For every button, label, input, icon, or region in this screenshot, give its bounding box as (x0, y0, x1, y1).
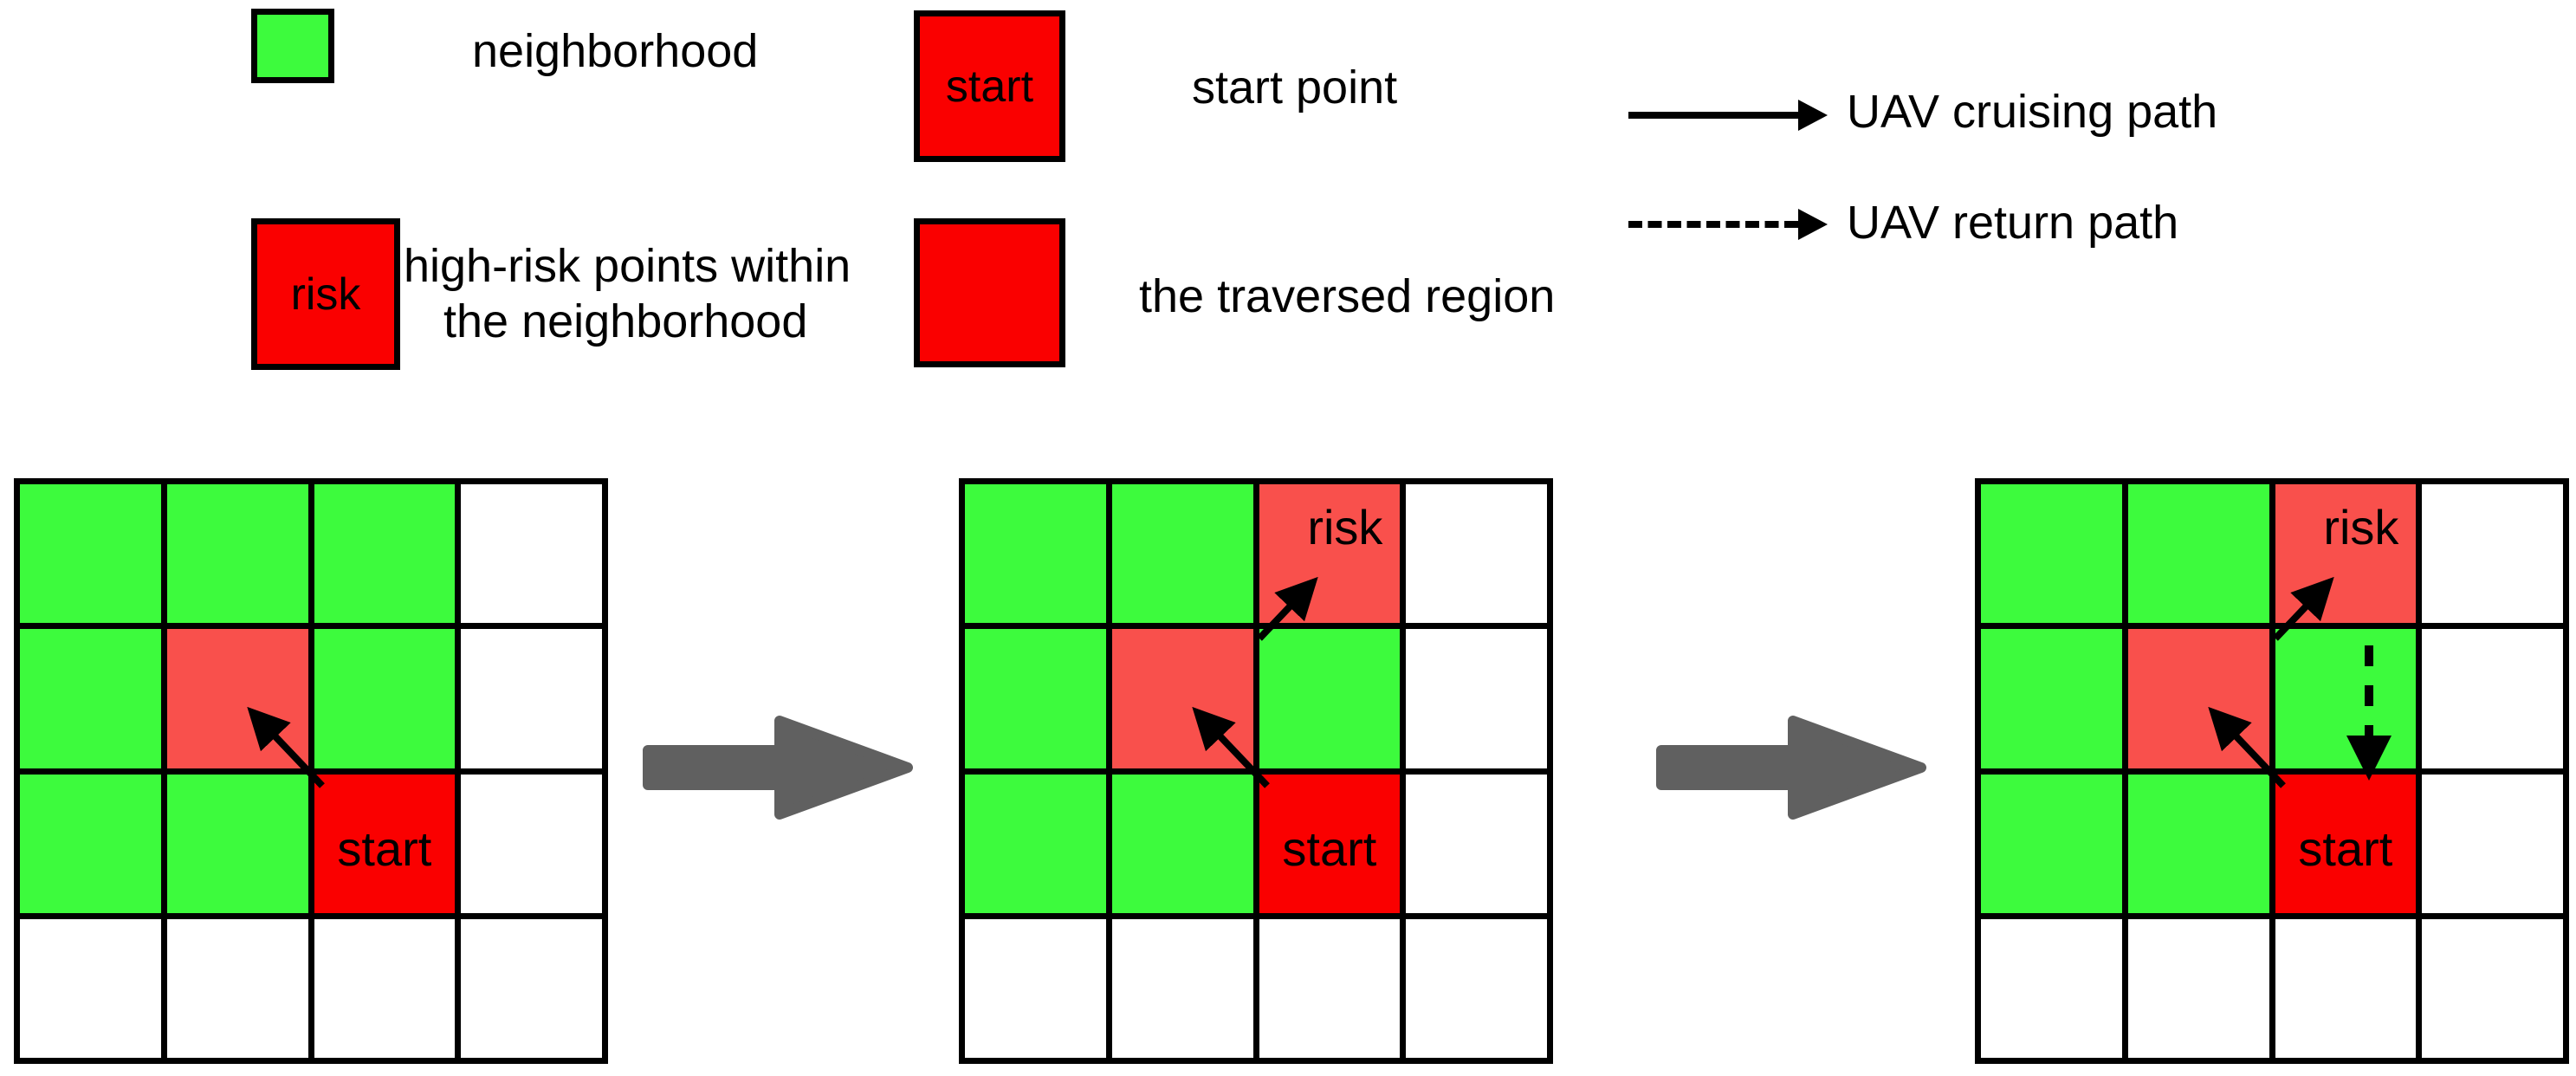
grid-cell[interactable] (20, 918, 167, 1064)
grid-cell[interactable] (965, 484, 1112, 630)
grid-cell-start[interactable]: start (314, 774, 462, 919)
grid-cell[interactable] (965, 918, 1112, 1064)
legend-label-high-risk-line2: the neighborhood (443, 295, 808, 347)
grid-stage-1: start (14, 478, 608, 1064)
grid-cell[interactable] (461, 484, 608, 630)
grid-cell[interactable] (2422, 629, 2569, 775)
grid-cell[interactable] (965, 629, 1112, 775)
grid-cell[interactable] (461, 774, 608, 919)
grid-cell[interactable] (1981, 774, 2128, 919)
grid-cell-risk[interactable]: risk (1259, 484, 1407, 630)
grid-cell-start-label: start (2298, 820, 2393, 876)
legend-swatch-start-point: start (914, 10, 1065, 162)
grid-cell-start-label: start (1282, 820, 1377, 876)
grid-cell[interactable] (1259, 918, 1407, 1064)
grid-cell[interactable] (314, 484, 462, 630)
grid-cell[interactable] (2127, 774, 2275, 919)
grid-cell[interactable] (1981, 484, 2128, 630)
grid-cell[interactable] (1111, 774, 1259, 919)
grid-stage-3: risk start (1975, 478, 2569, 1064)
grid-cell-risk[interactable] (1111, 629, 1259, 775)
grid-cell[interactable] (1259, 629, 1407, 775)
grid-cell[interactable] (965, 774, 1112, 919)
step-arrow-2-shape (1656, 716, 1926, 820)
grid-cell[interactable] (1111, 918, 1259, 1064)
grid-cell-start[interactable]: start (2275, 774, 2423, 919)
legend-return-arrowhead (1798, 209, 1828, 240)
grid-cell[interactable] (461, 629, 608, 775)
grid-cell[interactable] (314, 918, 462, 1064)
grid-cell-risk[interactable]: risk (2275, 484, 2423, 630)
legend-swatch-neighborhood (251, 9, 334, 83)
grid-cell-risk-label: risk (1307, 500, 1383, 555)
grid-cell-risk[interactable] (166, 629, 314, 775)
grid-cell[interactable] (166, 918, 314, 1064)
legend-label-return-path: UAV return path (1847, 197, 2179, 249)
grid-cell[interactable] (2422, 484, 2569, 630)
grid-cell[interactable] (2422, 918, 2569, 1064)
legend-label-high-risk-line1: high-risk points within (404, 240, 851, 292)
step-arrow-2 (1656, 716, 1926, 820)
legend-cruising-line (1628, 112, 1802, 119)
grid-cell[interactable] (314, 629, 462, 775)
legend-label-neighborhood: neighborhood (472, 25, 759, 77)
legend-label-start-point: start point (1192, 62, 1398, 113)
grid-cell[interactable] (20, 774, 167, 919)
grid-cell[interactable] (20, 629, 167, 775)
grid-cell[interactable] (166, 774, 314, 919)
grid-cell[interactable] (1406, 774, 1553, 919)
grid-stage-2: risk start (959, 478, 1553, 1064)
grid-cell[interactable] (2127, 484, 2275, 630)
legend-return-line (1628, 221, 1798, 228)
legend-label-traversed-region: the traversed region (1139, 270, 1556, 322)
grid-cell[interactable] (2275, 629, 2423, 775)
legend-swatch-start-point-text: start (945, 61, 1034, 112)
grid-cell[interactable] (1981, 918, 2128, 1064)
grid-cell[interactable] (2422, 774, 2569, 919)
grid-cell-start-label: start (337, 820, 432, 876)
legend-path-cruising-arrow (1628, 98, 1836, 133)
grid-cell[interactable] (1111, 484, 1259, 630)
legend-swatch-traversed-region (914, 218, 1065, 367)
legend-swatch-high-risk-text: risk (290, 269, 361, 320)
grid-cell[interactable] (461, 918, 608, 1064)
legend-path-return-arrow (1628, 207, 1836, 242)
grid-cell-risk[interactable] (2127, 629, 2275, 775)
step-arrow-1-shape (643, 716, 913, 820)
legend-swatch-high-risk: risk (251, 218, 400, 370)
step-arrow-1 (643, 716, 913, 820)
grid-cell[interactable] (2127, 918, 2275, 1064)
grid-cell[interactable] (2275, 918, 2423, 1064)
grid-cell[interactable] (20, 484, 167, 630)
grid-cell-start[interactable]: start (1259, 774, 1407, 919)
legend-label-cruising-path: UAV cruising path (1847, 86, 2218, 138)
grid-cell[interactable] (1406, 918, 1553, 1064)
grid-cell[interactable] (1406, 629, 1553, 775)
grid-cell[interactable] (1981, 629, 2128, 775)
grid-cell-risk-label: risk (2323, 500, 2399, 555)
grid-cell[interactable] (166, 484, 314, 630)
legend-cruising-arrowhead (1798, 100, 1828, 131)
grid-cell[interactable] (1406, 484, 1553, 630)
